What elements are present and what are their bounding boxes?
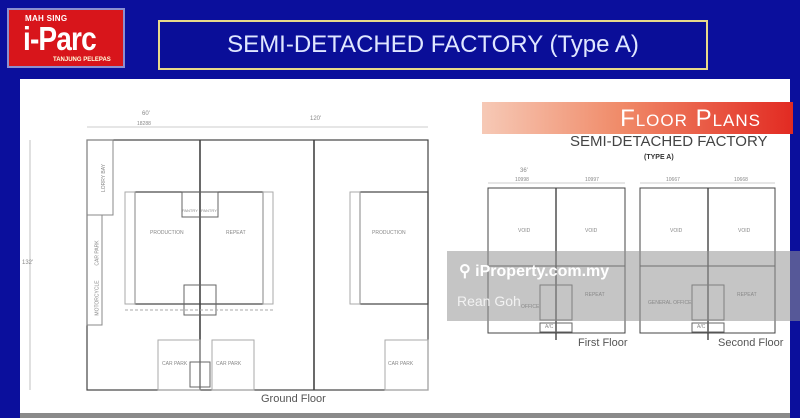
content-panel — [20, 79, 790, 414]
logo-main: i-Parc — [23, 20, 97, 57]
production-label: PRODUCTION — [372, 230, 406, 236]
second-floor-caption: Second Floor — [718, 337, 784, 349]
gf-dim-depth: 132' — [22, 260, 34, 266]
repeat-label: REPEAT — [226, 230, 246, 236]
motorcycle-label: MOTORCYCLE — [94, 280, 101, 316]
ff-dim-a: 10998 — [515, 177, 529, 183]
void-label: VOID — [738, 228, 751, 234]
gf-dim-width: 60' — [142, 111, 150, 117]
car-park-label: CAR PARK — [94, 240, 101, 266]
logo-top: MAH SING — [25, 14, 68, 23]
office-label: OFFICE — [521, 304, 540, 310]
floor-plans-subtitle: SEMI-DETACHED FACTORY — [570, 133, 768, 150]
repeat-label: REPEAT — [585, 292, 605, 298]
pantry-label: PANTRY — [201, 208, 217, 213]
ff-dim-width: 36' — [520, 168, 528, 174]
floor-plans-banner: Floor Plans — [482, 102, 793, 134]
logo-sub: TANJUNG PELEPAS — [53, 57, 111, 63]
ac-label: A/C — [545, 324, 554, 330]
repeat-label: REPEAT — [737, 292, 757, 298]
sf-dim-a: 10667 — [666, 177, 680, 183]
void-label: VOID — [518, 228, 531, 234]
ground-floor-plan — [29, 126, 429, 391]
ac-label: A/C — [697, 324, 706, 330]
car-park-label: CAR PARK — [216, 361, 242, 367]
watermark-brand: ⚲ iProperty.com.my — [459, 263, 610, 280]
void-label: VOID — [670, 228, 683, 234]
i-parc-logo: MAH SING i-Parc TANJUNG PELEPAS — [7, 8, 125, 68]
ff-dim-b: 10997 — [585, 177, 599, 183]
sf-dim-b: 10668 — [734, 177, 748, 183]
watermark: ⚲ iProperty.com.my Rean Goh — [447, 251, 800, 321]
car-park-label: CAR PARK — [162, 361, 188, 367]
watermark-user: Rean Goh — [457, 293, 521, 309]
car-park-label: CAR PARK — [388, 361, 414, 367]
divider — [20, 413, 790, 418]
floor-plans-banner-text: Floor Plans — [620, 105, 761, 132]
general-office-label: GENERAL OFFICE — [648, 300, 692, 306]
gf-dim-sub: 18288 — [137, 121, 151, 127]
first-floor-caption: First Floor — [578, 337, 628, 349]
pantry-label: PANTRY — [182, 208, 198, 213]
production-label: PRODUCTION — [150, 230, 184, 236]
watermark-brand-text: iProperty.com.my — [475, 263, 610, 280]
page-title: SEMI-DETACHED FACTORY (Type A) — [158, 20, 708, 70]
ground-floor-caption: Ground Floor — [261, 393, 326, 405]
lorry-bay-label: LORRY BAY — [101, 163, 108, 193]
floor-plans-type: (TYPE A) — [644, 154, 674, 161]
void-label: VOID — [585, 228, 598, 234]
gf-dim-total: 120' — [310, 116, 322, 122]
